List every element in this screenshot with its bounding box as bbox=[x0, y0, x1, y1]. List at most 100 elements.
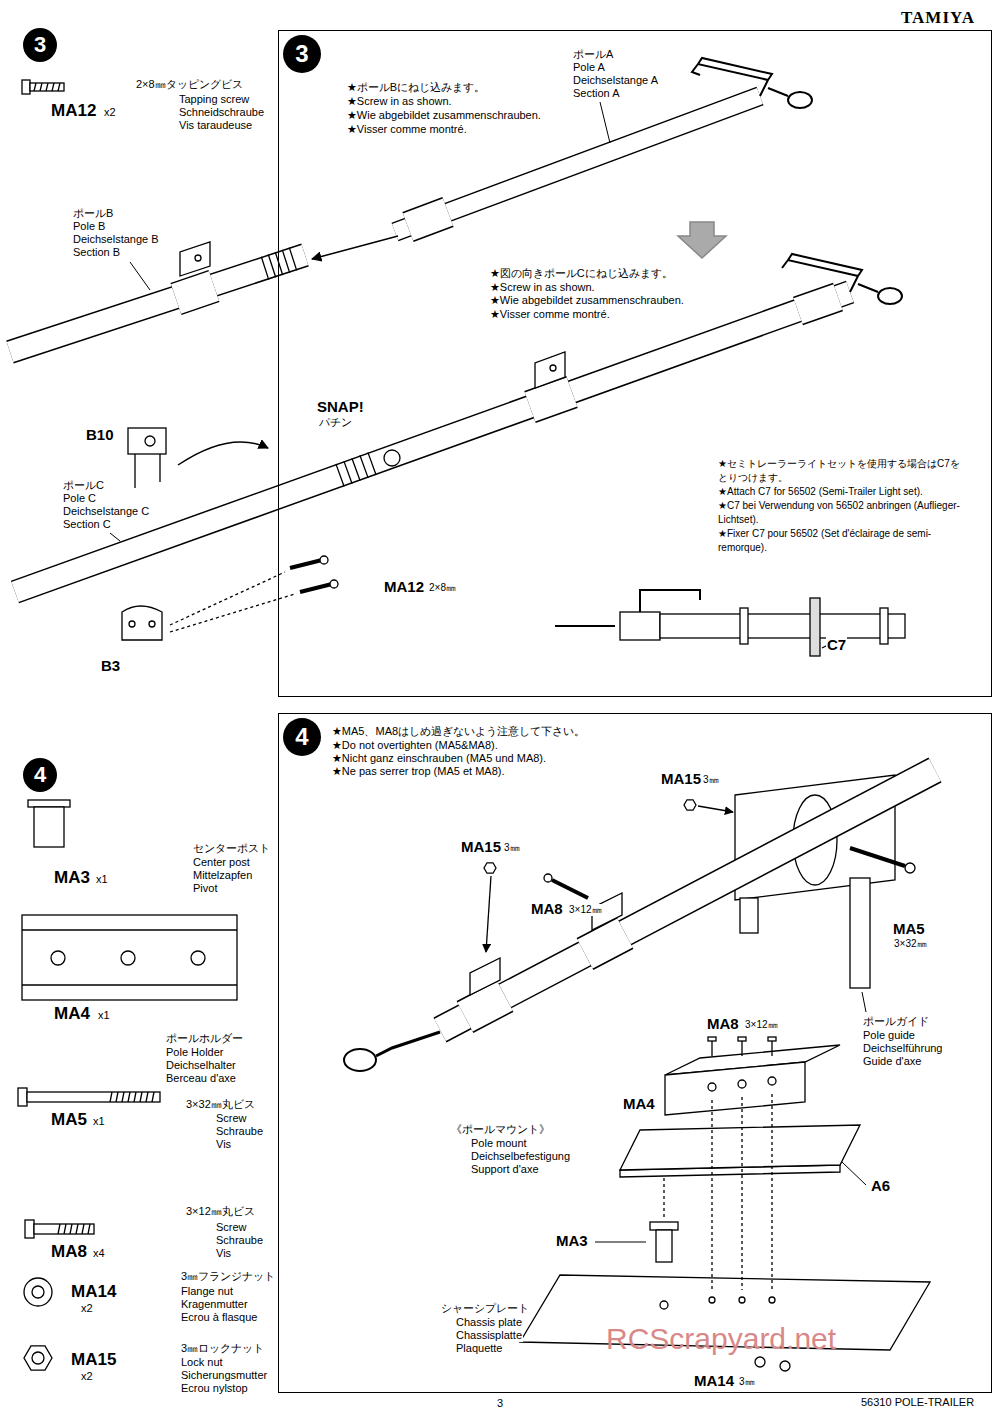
part-icon bbox=[25, 1220, 34, 1238]
pole-mount bbox=[768, 1037, 776, 1041]
part-name: Mittelzapfen bbox=[192, 869, 253, 882]
pole-detail bbox=[336, 452, 376, 486]
pole-detail bbox=[330, 580, 338, 588]
pole-detail bbox=[300, 584, 332, 592]
part-name: ポールガイド bbox=[862, 1015, 930, 1028]
note-text: Lichtset). bbox=[717, 514, 760, 526]
part-icon bbox=[27, 1092, 160, 1102]
pole-tube bbox=[440, 770, 935, 1030]
pole-detail bbox=[640, 590, 700, 612]
pole-detail bbox=[782, 254, 862, 292]
pole-detail bbox=[544, 874, 552, 882]
part-name: Lock nut bbox=[180, 1356, 224, 1369]
part-name: 《ポールマウント》 bbox=[450, 1123, 551, 1136]
pole-tube bbox=[440, 770, 935, 1030]
pole-detail bbox=[878, 288, 902, 304]
pole-detail bbox=[128, 428, 166, 454]
part-name: Section B bbox=[72, 246, 121, 259]
part-name: Chassisplatte bbox=[455, 1329, 523, 1342]
pole-mount bbox=[663, 1178, 664, 1220]
watermark: RCScrapyard.net bbox=[605, 1322, 837, 1357]
pole-detail bbox=[620, 612, 660, 640]
pole-detail bbox=[535, 352, 565, 388]
note-text: ★セミトレーラーライトセットを使用する場合はC7を bbox=[717, 458, 961, 470]
step-frame: ★ポールBにねじ込みます。★Screw in as shown.★Wie abg… bbox=[278, 30, 992, 697]
part-number: MA3 bbox=[53, 868, 91, 888]
part-name: Vis bbox=[215, 1138, 232, 1151]
part-name: Deichselstange C bbox=[62, 505, 150, 518]
pole-tube bbox=[176, 286, 214, 299]
dimension: 3㎜ bbox=[702, 774, 720, 786]
pole-mount bbox=[708, 1083, 716, 1091]
note-text: ★MA5、MA8はしめ過ぎないよう注意して下さい。 bbox=[331, 725, 586, 738]
note-text: ★ポールBにねじ込みます。 bbox=[346, 81, 486, 94]
part-name: Plaquette bbox=[455, 1342, 503, 1355]
pole-mount bbox=[741, 1097, 742, 1290]
part-name: Tapping screw bbox=[178, 93, 250, 106]
pole-guide bbox=[740, 898, 758, 933]
quantity: x4 bbox=[92, 1247, 106, 1260]
leader-line bbox=[110, 102, 866, 1242]
pole-detail bbox=[740, 608, 748, 644]
part-name: Deichselhalter bbox=[165, 1059, 237, 1072]
part-name: ポールB bbox=[72, 207, 114, 220]
pole-mount bbox=[780, 1361, 790, 1371]
part-number: MA3 bbox=[555, 1232, 589, 1249]
part-icon bbox=[24, 1346, 52, 1370]
leader-line bbox=[842, 1162, 866, 1185]
part-number: B3 bbox=[100, 657, 121, 674]
part-icon bbox=[22, 915, 237, 1000]
part-name: Kragenmutter bbox=[180, 1298, 249, 1311]
pole-tube bbox=[530, 392, 572, 407]
part-icon bbox=[24, 1278, 52, 1306]
pole-detail bbox=[555, 625, 615, 627]
pole-mount bbox=[771, 1041, 772, 1056]
part-icon bbox=[121, 951, 135, 965]
quantity: x2 bbox=[80, 1302, 94, 1315]
part-name: Deichselstange A bbox=[572, 74, 659, 87]
step-number: 3 bbox=[283, 35, 321, 73]
quantity: x1 bbox=[97, 1009, 111, 1022]
step-number-text: 4 bbox=[34, 762, 46, 787]
assembly-arrow bbox=[178, 442, 268, 465]
part-icon bbox=[22, 80, 30, 94]
pole-tube bbox=[408, 212, 448, 227]
note-text: とりつけます。 bbox=[717, 472, 789, 484]
pole-tube bbox=[15, 292, 850, 592]
pole-detail bbox=[344, 800, 915, 1071]
pole-mount bbox=[741, 1041, 742, 1056]
part-name: ポールC bbox=[62, 479, 105, 492]
assembly-arrow bbox=[312, 236, 398, 259]
pole-tube bbox=[585, 933, 625, 954]
pole-detail bbox=[376, 1032, 440, 1056]
pole-mount bbox=[768, 1077, 776, 1085]
part-icon bbox=[191, 951, 205, 965]
part-name: Pole mount bbox=[470, 1137, 528, 1150]
pole-mount bbox=[709, 1297, 715, 1303]
quantity: x2 bbox=[103, 106, 117, 119]
part-number: MA4 bbox=[53, 1004, 91, 1024]
pole-mount bbox=[711, 1041, 712, 1056]
dimension: 3×32㎜ bbox=[893, 938, 928, 950]
quantity: x1 bbox=[95, 873, 109, 886]
pole-tube bbox=[176, 286, 214, 299]
pole-tube bbox=[10, 255, 305, 352]
pole-mount bbox=[755, 1357, 765, 1367]
pole-mount bbox=[771, 1094, 772, 1290]
part-icon bbox=[34, 1224, 94, 1234]
pole-tube bbox=[408, 212, 448, 227]
pole-mount bbox=[650, 1222, 678, 1230]
pole-tube bbox=[798, 297, 838, 311]
part-icon bbox=[18, 80, 237, 1370]
leader-line bbox=[595, 1242, 646, 1243]
part-icon bbox=[110, 1092, 154, 1102]
part-number: A6 bbox=[870, 1177, 891, 1194]
assembly-arrow bbox=[486, 806, 733, 952]
pole-mount bbox=[660, 1301, 668, 1309]
pole-mount bbox=[620, 1125, 860, 1170]
pole-tube bbox=[585, 933, 625, 954]
part-icon bbox=[22, 929, 237, 930]
part-icon bbox=[30, 83, 64, 91]
part-name: Schraube bbox=[215, 1125, 264, 1138]
part-name: Guide d'axe bbox=[862, 1055, 922, 1068]
